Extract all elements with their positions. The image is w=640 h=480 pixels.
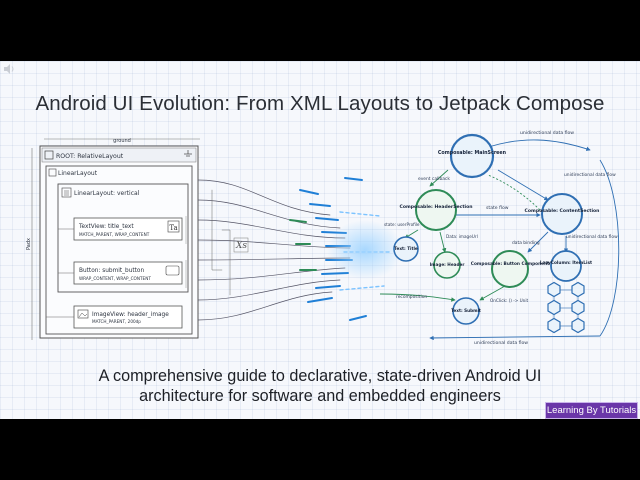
node-mainscreen: Composable: MainScreen xyxy=(438,133,507,179)
button-component-label: Composable: Button Component xyxy=(471,261,549,267)
transition-streams: Xs xyxy=(197,177,403,321)
flow-label-right: unidirectional data flow xyxy=(564,172,616,178)
slide-canvas xyxy=(0,61,640,419)
svg-text:Ta: Ta xyxy=(169,224,177,232)
headersection-label: Composable: HeaderSection xyxy=(399,204,472,210)
architecture-diagram: ground Padx 200dp ROOT: RelativeLayout L… xyxy=(26,130,620,346)
flow-label-onclick: OnClick: () -> Unit xyxy=(490,298,529,303)
imageview-label: ImageView: header_image xyxy=(92,312,169,318)
lazycolumn-label: LazyColumn: ItemList xyxy=(540,260,592,266)
channel-badge[interactable]: Learning By Tutorials xyxy=(545,402,638,419)
image-header-label: Image: Header xyxy=(430,262,466,267)
flow-label-image-url: Data: imageUrl xyxy=(446,234,478,239)
subtitle-line-2: architecture for software and embedded e… xyxy=(139,387,501,405)
speaker-icon[interactable] xyxy=(3,64,15,74)
top-letterbox xyxy=(0,0,640,61)
node-headersection: Composable: HeaderSection xyxy=(399,189,473,231)
dim-top-label: ground xyxy=(113,138,131,144)
node-text-submit: Text: Submit xyxy=(451,297,481,325)
flow-label-state-flow: state flow xyxy=(486,205,509,211)
bottom-letterbox xyxy=(0,419,640,480)
button-label: Button: submit_button xyxy=(79,268,144,274)
button-params: WRAP_CONTENT, WRAP_CONTENT xyxy=(79,276,151,281)
text-icon xyxy=(167,220,180,233)
dim-side-label: Padx xyxy=(26,238,32,250)
node-lazycolumn: LazyColumn: ItemList xyxy=(540,250,592,282)
linearlayout-vertical-label: LinearLayout: vertical xyxy=(74,190,140,197)
linearlayout-box xyxy=(45,165,193,335)
node-contentsection: Composable: ContentSection xyxy=(525,193,600,235)
image-icon xyxy=(77,309,89,319)
flow-label-top: unidirectional data flow xyxy=(520,130,574,136)
linearlayout-label: LinearLayout xyxy=(58,170,98,177)
imageview-params: MATCH_PARENT, 200dp xyxy=(92,319,141,324)
slide-subtitle: A comprehensive guide to declarative, st… xyxy=(0,366,640,406)
mainscreen-label: Composable: MainScreen xyxy=(438,150,507,156)
text-submit-label: Text: Submit xyxy=(451,308,481,313)
flow-label-event-callback: event callback xyxy=(418,176,450,182)
svg-text:Xs: Xs xyxy=(235,241,247,251)
textview-label: TextView: title_text xyxy=(78,224,134,230)
flow-label-recomposition: recomposition xyxy=(396,294,427,300)
flow-label-data-binding: data binding xyxy=(512,240,540,246)
node-image-header: Image: Header xyxy=(430,251,466,279)
linearlayout-vertical-box xyxy=(57,183,189,293)
compose-tree: Composable: MainScreen Composable: Heade… xyxy=(379,130,620,346)
root-label: ROOT: RelativeLayout xyxy=(56,153,124,160)
node-text-title: Text: Title xyxy=(393,236,419,262)
subtitle-line-1: A comprehensive guide to declarative, st… xyxy=(98,367,542,385)
node-button-component: Composable: Button Component xyxy=(471,250,549,288)
contentsection-label: Composable: ContentSection xyxy=(525,208,600,214)
flow-label-bottom: unidirectional data flow xyxy=(474,340,528,346)
flow-label-right2: unidirectional data flow xyxy=(566,234,618,240)
xml-layout-tree: ground Padx 200dp ROOT: RelativeLayout L… xyxy=(26,138,200,340)
hexagon-icon xyxy=(547,281,585,334)
slide-title: Android UI Evolution: From XML Layouts t… xyxy=(35,92,605,115)
text-title-label: Text: Title xyxy=(394,246,418,251)
flow-label-state-profile: state: userProfile xyxy=(384,222,420,227)
ground-icon xyxy=(184,150,192,157)
textview-params: MATCH_PARENT, WRAP_CONTENT xyxy=(79,232,150,237)
